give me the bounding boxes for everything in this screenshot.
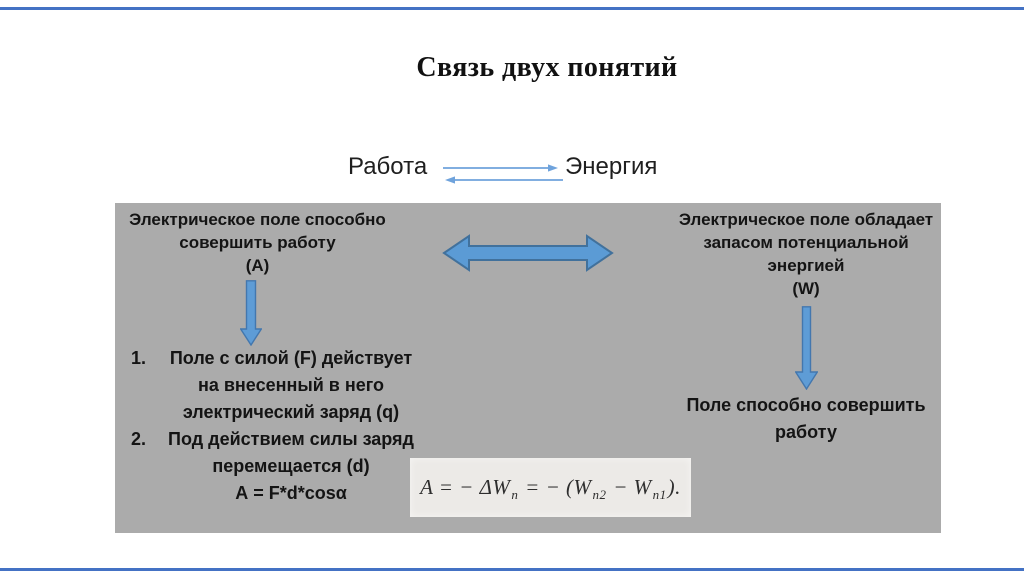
list-item: 1. Поле с силой (F) действует на внесенн…: [123, 345, 425, 426]
list-item-text: Поле с силой (F) действует на внесенный …: [157, 345, 425, 426]
top-accent-bar: [0, 7, 1024, 10]
caption-line: работу: [775, 422, 837, 442]
list-item: А = F*d*cosα: [123, 480, 425, 507]
list-number: 1.: [131, 348, 147, 368]
list-line: Под действием силы заряд: [168, 429, 414, 449]
concept-work-label: Работа: [348, 153, 428, 180]
list-line: Поле с силой (F) действует: [169, 348, 413, 368]
right-heading-line: запасом потенциальной: [703, 233, 909, 252]
left-heading: Электрическое поле способно совершить ра…: [119, 208, 396, 277]
list-line: перемещается (d): [212, 456, 370, 476]
formula-text: A = − ΔWп = − (Wп2 − Wп1).: [420, 475, 681, 502]
list-item: 2. Под действием силы заряд перемещается…: [123, 426, 425, 480]
right-heading-line: Электрическое поле обладает: [678, 210, 934, 229]
right-heading: Электрическое поле обладает запасом поте…: [660, 208, 952, 300]
list-line: электрический заряд (q): [182, 402, 400, 422]
formula-image: A = − ΔWп = − (Wп2 − Wп1).: [410, 458, 691, 517]
list-number: [123, 480, 157, 507]
bottom-accent-bar: [0, 568, 1024, 571]
numbered-list: 1. Поле с силой (F) действует на внесенн…: [123, 345, 425, 507]
list-number: 2.: [131, 429, 147, 449]
down-arrow-icon: [795, 306, 818, 390]
down-arrow-icon: [240, 280, 262, 346]
concept-energy-label: Энергия: [565, 153, 658, 180]
left-heading-line: (А): [245, 256, 270, 275]
list-line: А = F*d*cosα: [235, 483, 347, 503]
list-line: на внесенный в него: [197, 375, 384, 395]
right-heading-line: энергией: [767, 256, 845, 275]
double-arrow-icon: [442, 234, 614, 272]
list-item-text: А = F*d*cosα: [157, 480, 425, 507]
right-heading-line: (W): [792, 279, 820, 298]
content-panel: Электрическое поле способно совершить ра…: [115, 203, 941, 533]
left-heading-line: Электрическое поле способно: [129, 210, 386, 229]
right-caption: Поле способно совершить работу: [660, 392, 952, 446]
left-heading-line: совершить работу: [179, 233, 336, 252]
exchange-arrows-icon: [443, 164, 563, 184]
slide-title: Связь двух понятий: [416, 52, 678, 83]
caption-line: Поле способно совершить: [686, 395, 926, 415]
list-item-text: Под действием силы заряд перемещается (d…: [157, 426, 425, 480]
